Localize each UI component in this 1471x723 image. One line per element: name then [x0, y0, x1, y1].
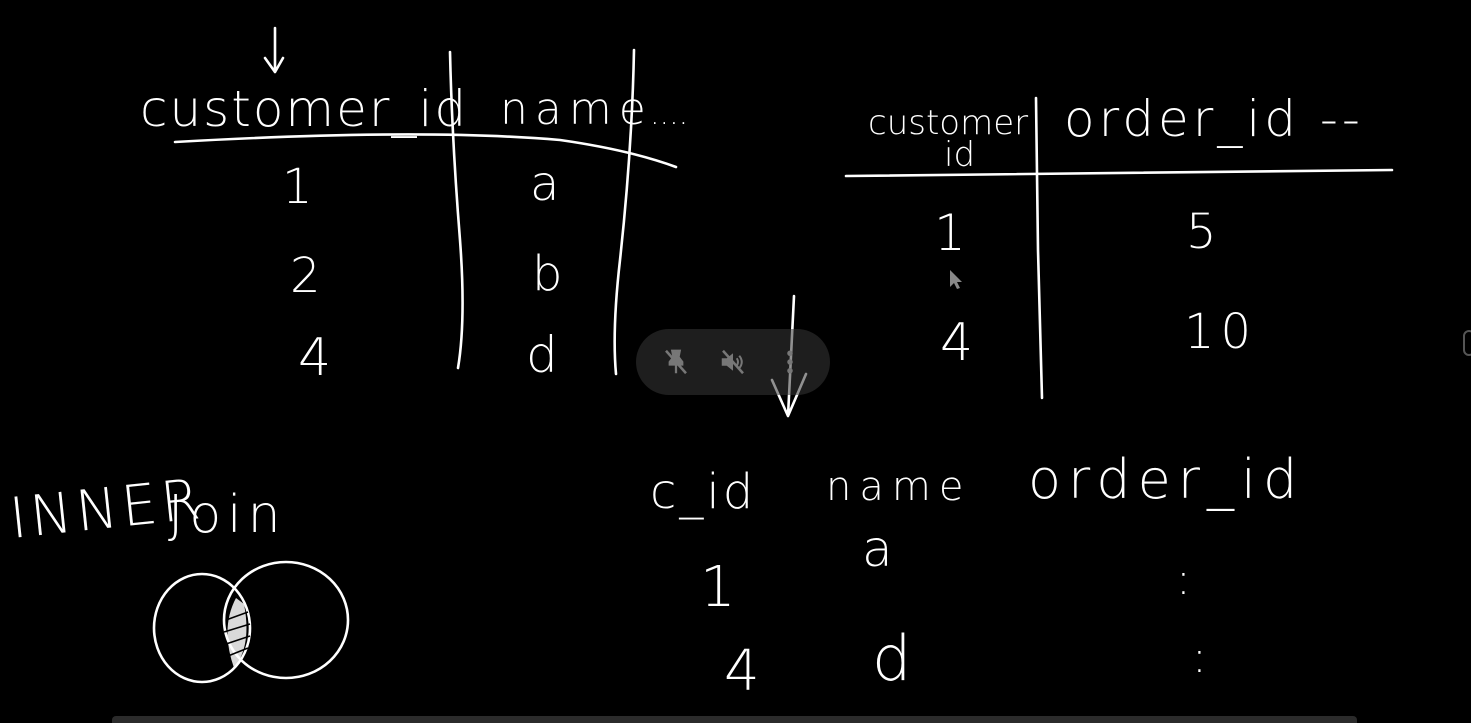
left-header-underline [173, 133, 678, 169]
left-header-name: name [500, 84, 653, 135]
result-header-name: name [826, 464, 971, 510]
mute-icon [721, 349, 744, 375]
join-label: Join [168, 485, 287, 545]
mouse-cursor-icon [950, 270, 962, 289]
venn-diagram [152, 560, 350, 684]
left-table: customer_id name .... 1 a 2 b 4 d [140, 48, 688, 388]
result-cell-r1-order: : [1176, 554, 1191, 605]
right-cell-r1-order: 5 [1186, 204, 1217, 260]
left-cell-r3-name: d [526, 326, 558, 384]
result-cell-r2-order: : [1192, 632, 1207, 683]
result-cell-r2-cid: 4 [724, 639, 760, 704]
right-cell-r2-order: 10 [1184, 304, 1257, 360]
result-cell-r1-cid: 1 [700, 555, 736, 620]
left-header-more: .... [650, 97, 688, 132]
pin-off-icon [665, 349, 688, 375]
unpin-button[interactable] [656, 342, 696, 382]
mute-button[interactable] [713, 342, 753, 382]
result-cell-r1-name: a [862, 520, 893, 578]
result-table: c_id name order_id 1 a : 4 d : [650, 448, 1304, 704]
left-col-divider-1 [448, 50, 464, 370]
result-header-cid: c_id [650, 464, 756, 520]
left-cell-r1-id: 1 [282, 159, 313, 215]
left-cell-r1-name: a [530, 156, 559, 212]
left-col-divider-2 [613, 48, 636, 376]
venn-left-circle [152, 572, 252, 684]
right-table: customer id order_id -- 1 5 4 10 [844, 90, 1394, 400]
video-overlay-controls [636, 329, 830, 395]
result-header-order-id: order_id [1028, 448, 1304, 511]
result-cell-r2-name: d [872, 622, 911, 695]
right-header-underline [844, 168, 1394, 178]
left-cell-r2-name: b [532, 246, 562, 302]
left-cell-r2-id: 2 [290, 248, 321, 304]
edge-handle[interactable] [1463, 330, 1471, 356]
left-header-customer-id: customer_id [140, 80, 468, 138]
venn-hatch [223, 611, 251, 657]
right-header-order-id: order_id -- [1064, 90, 1364, 148]
left-cell-r3-id: 4 [298, 328, 331, 388]
more-options-button[interactable] [770, 342, 810, 382]
bottom-scroll-bar[interactable] [112, 716, 1357, 723]
right-header-id: id [944, 135, 975, 175]
right-header-customer: customer [868, 103, 1028, 143]
more-vertical-icon [786, 350, 793, 374]
right-cell-r1-id: 1 [934, 204, 966, 262]
right-cell-r2-id: 4 [940, 313, 973, 373]
right-col-divider [1034, 96, 1044, 400]
inner-join-label: INNER Join [7, 467, 287, 552]
venn-right-circle [222, 560, 350, 680]
down-arrow-left [263, 26, 285, 74]
